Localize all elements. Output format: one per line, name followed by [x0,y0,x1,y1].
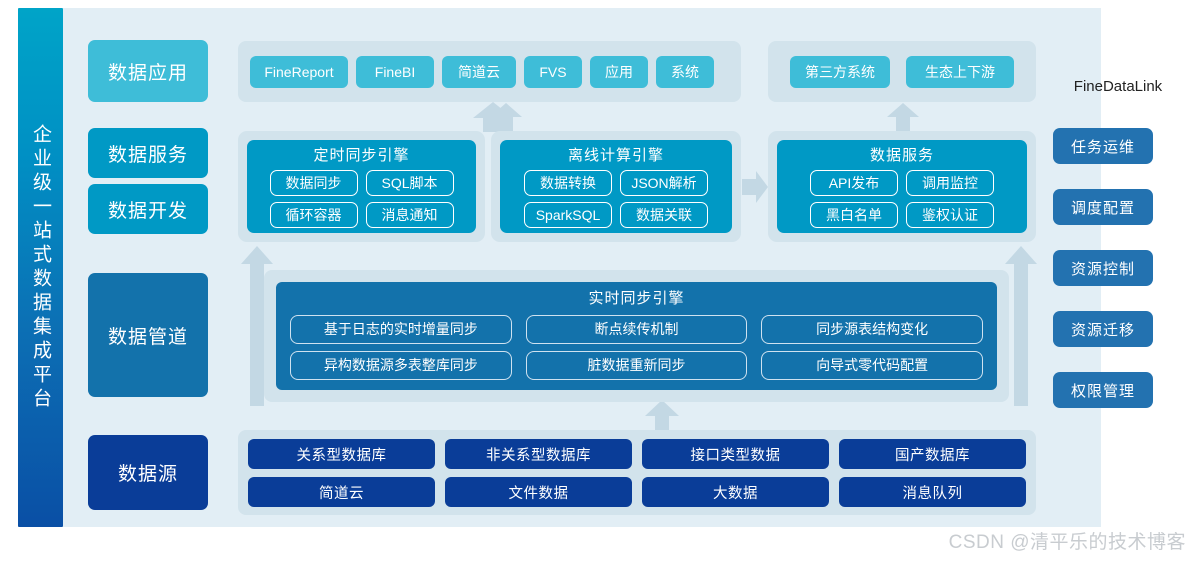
app-chip-application[interactable]: 应用 [590,56,648,88]
app-chip-jiandaoyun[interactable]: 简道云 [442,56,516,88]
realtime-engine-title: 实时同步引擎 [588,290,685,307]
sidebar-item-schedule-config[interactable]: 调度配置 [1053,189,1153,225]
app-chip-finebi[interactable]: FineBI [356,56,434,88]
sidebar-item-permission-management[interactable]: 权限管理 [1053,372,1153,408]
sidebar-item-resource-control[interactable]: 资源控制 [1053,250,1153,286]
engine-cell-data-sync[interactable]: 数据同步 [269,170,358,196]
app-chip-ecosystem-upstream-downstream[interactable]: 生态上下游 [906,56,1014,88]
data-source-group: 关系型数据库 非关系型数据库 接口类型数据 国产数据库 简道云 文件数据 大数据… [238,430,1036,515]
engine-scheduled-sync: 定时同步引擎 数据同步 SQL脚本 循环容器 消息通知 [247,140,476,233]
layer-label-data-development[interactable]: 数据开发 [88,184,208,234]
layer-label-text: 数据管道 [107,326,188,348]
layer-label-text: 数据应用 [107,62,188,84]
engine-cell-list: API发布 调用监控 黑白名单 鉴权认证 [777,167,1027,228]
realtime-engine-container: 实时同步引擎 基于日志的实时增量同步 断点续传机制 同步源表结构变化 异构数据源… [264,270,1009,402]
realtime-cell-heterogeneous-multi-table-sync[interactable]: 异构数据源多表整库同步 [290,351,512,380]
layer-label-data-application[interactable]: 数据应用 [88,40,208,102]
engine-container-scheduled-sync: 定时同步引擎 数据同步 SQL脚本 循环容器 消息通知 [238,131,485,242]
sidebar-item-task-ops[interactable]: 任务运维 [1053,128,1153,164]
engine-cell-sparksql[interactable]: SparkSQL [524,202,612,228]
engine-data-service: 数据服务 API发布 调用监控 黑白名单 鉴权认证 [777,140,1027,233]
engine-title: 数据服务 [869,147,934,164]
platform-vertical-bar: 企业级一站式数据集成平台 [18,8,63,527]
layer-label-text: 数据源 [117,464,178,485]
source-chip-relational-database[interactable]: 关系型数据库 [248,439,435,469]
source-chip-message-queue[interactable]: 消息队列 [839,477,1026,507]
realtime-sync-engine: 实时同步引擎 基于日志的实时增量同步 断点续传机制 同步源表结构变化 异构数据源… [276,282,997,390]
realtime-cell-wizard-zero-code-config[interactable]: 向导式零代码配置 [761,351,983,380]
source-chip-api-type-data[interactable]: 接口类型数据 [642,439,829,469]
engine-cell-data-transform[interactable]: 数据转换 [524,170,612,196]
arrow-right-engines-to-service [742,170,768,204]
watermark: CSDN @清平乐的技术博客 [948,532,1186,553]
source-chip-non-relational-database[interactable]: 非关系型数据库 [445,439,632,469]
realtime-cell-list: 基于日志的实时增量同步 断点续传机制 同步源表结构变化 异构数据源多表整库同步 … [276,311,997,380]
engine-cell-api-publish[interactable]: API发布 [810,170,898,196]
arrow-up-service-to-ops [1004,246,1038,406]
app-chip-fvs[interactable]: FVS [524,56,582,88]
arrow-up-to-external-systems [886,103,920,131]
layer-label-text: 数据服务 [107,144,188,166]
source-chip-jiandaoyun[interactable]: 简道云 [248,477,435,507]
arrow-up-to-applications [489,103,523,131]
product-brand-name: FineDataLink [1073,78,1163,95]
engine-container-offline-compute: 离线计算引擎 数据转换 JSON解析 SparkSQL 数据关联 [491,131,741,242]
app-chip-finereport[interactable]: FineReport [250,56,348,88]
realtime-cell-log-based-incremental-sync[interactable]: 基于日志的实时增量同步 [290,315,512,344]
engine-title: 离线计算引擎 [567,147,664,164]
engine-cell-message-notify[interactable]: 消息通知 [365,202,454,228]
realtime-cell-source-schema-change[interactable]: 同步源表结构变化 [761,315,983,344]
arrow-up-pipeline-to-engines [240,246,274,406]
engine-container-data-service: 数据服务 API发布 调用监控 黑白名单 鉴权认证 [768,131,1036,242]
engine-cell-json-parse[interactable]: JSON解析 [620,170,708,196]
source-chip-file-data[interactable]: 文件数据 [445,477,632,507]
app-chip-system[interactable]: 系统 [656,56,714,88]
engine-cell-auth[interactable]: 鉴权认证 [906,202,994,228]
arrow-up-source-to-pipeline [644,400,680,432]
layer-label-text: 数据开发 [107,200,188,222]
sidebar-item-resource-migration[interactable]: 资源迁移 [1053,311,1153,347]
realtime-cell-dirty-data-resync[interactable]: 脏数据重新同步 [525,351,748,380]
source-chip-big-data[interactable]: 大数据 [642,477,829,507]
engine-cell-black-white-list[interactable]: 黑白名单 [810,202,898,228]
engine-offline-compute: 离线计算引擎 数据转换 JSON解析 SparkSQL 数据关联 [500,140,732,233]
application-group-internal: FineReport FineBI 简道云 FVS 应用 系统 [238,41,741,102]
engine-cell-list: 数据转换 JSON解析 SparkSQL 数据关联 [500,167,732,228]
platform-vertical-label: 企业级一站式数据集成平台 [30,123,51,412]
application-group-external: 第三方系统 生态上下游 [768,41,1036,102]
engine-cell-call-monitor[interactable]: 调用监控 [906,170,994,196]
layer-label-data-pipeline[interactable]: 数据管道 [88,273,208,397]
source-chip-domestic-database[interactable]: 国产数据库 [839,439,1026,469]
realtime-cell-resume-from-breakpoint[interactable]: 断点续传机制 [525,315,748,344]
engine-title: 定时同步引擎 [313,147,410,164]
engine-cell-data-join[interactable]: 数据关联 [620,202,708,228]
engine-cell-sql-script[interactable]: SQL脚本 [365,170,454,196]
layer-label-data-source[interactable]: 数据源 [88,435,208,510]
engine-cell-list: 数据同步 SQL脚本 循环容器 消息通知 [247,167,476,228]
layer-label-data-service[interactable]: 数据服务 [88,128,208,178]
app-chip-third-party-system[interactable]: 第三方系统 [790,56,890,88]
engine-cell-loop-container[interactable]: 循环容器 [269,202,358,228]
